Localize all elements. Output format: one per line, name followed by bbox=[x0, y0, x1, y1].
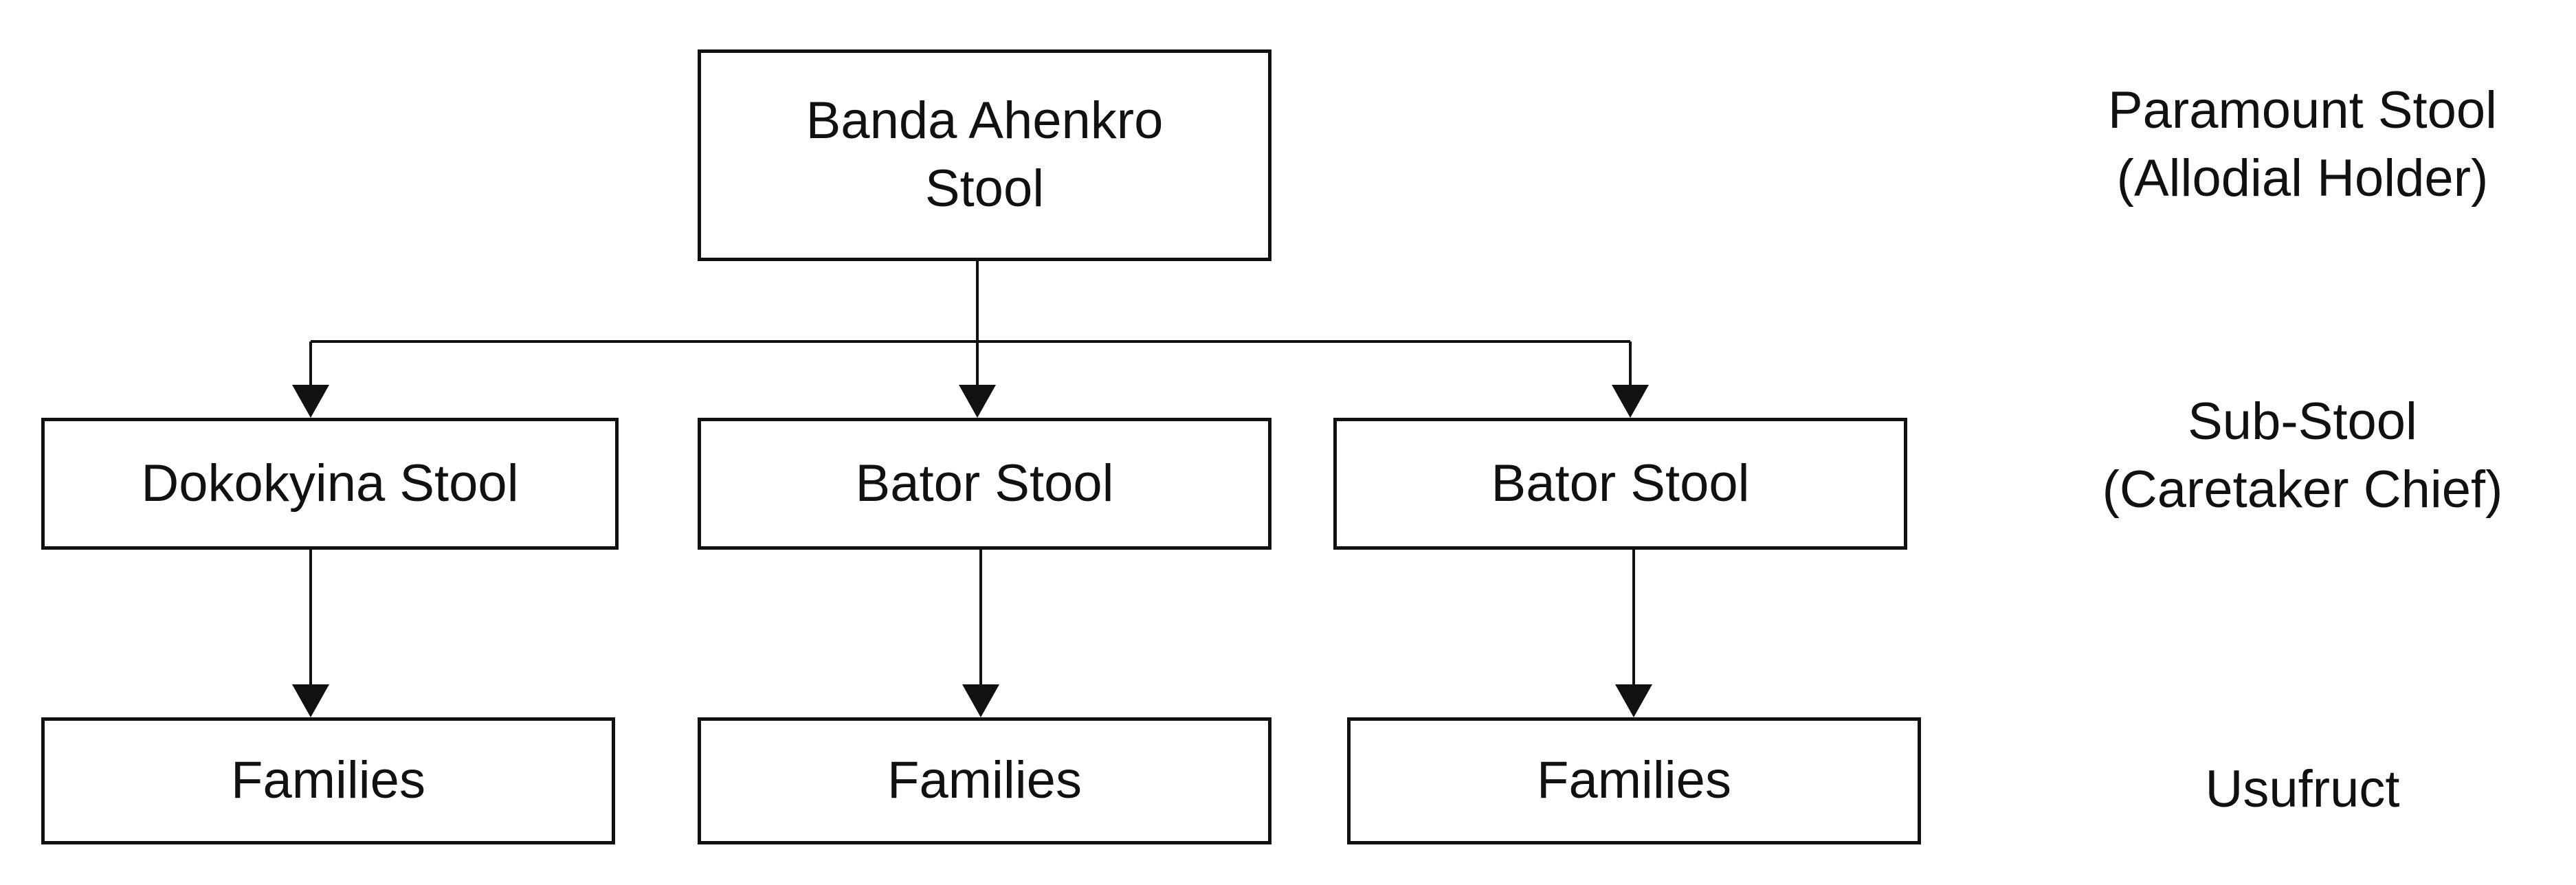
node-bator-stool-2: Bator Stool bbox=[1333, 418, 1907, 550]
level-label-paramount: Paramount Stool (Allodial Holder) bbox=[2107, 81, 2498, 208]
node-dokokyina-stool: Dokokyina Stool bbox=[41, 418, 619, 550]
level-label-sub-stool: Sub-Stool (Caretaker Chief) bbox=[2102, 392, 2503, 519]
node-bator-stool-1: Bator Stool bbox=[698, 418, 1272, 550]
node-families-2: Families bbox=[698, 717, 1272, 844]
node-label: Dokokyina Stool bbox=[141, 453, 519, 513]
node-label: Bator Stool bbox=[1491, 453, 1750, 513]
node-label: Families bbox=[887, 751, 1082, 810]
level-label-usufruct: Usufruct bbox=[2205, 760, 2400, 818]
node-banda-ahenkro-stool: Banda Ahenkro Stool bbox=[698, 49, 1272, 261]
node-label: Bator Stool bbox=[855, 453, 1114, 513]
arrowhead-root-sub-2 bbox=[959, 385, 996, 418]
node-label: Banda Ahenkro Stool bbox=[806, 91, 1164, 218]
node-label: Families bbox=[1537, 751, 1731, 810]
arrowhead-sub-1-family-1 bbox=[292, 684, 329, 717]
node-label: Families bbox=[231, 751, 425, 810]
arrowhead-root-sub-3 bbox=[1612, 385, 1649, 418]
arrowhead-sub-2-family-2 bbox=[962, 684, 999, 717]
node-families-1: Families bbox=[41, 717, 615, 844]
node-families-3: Families bbox=[1347, 717, 1921, 844]
arrowhead-root-sub-1 bbox=[292, 385, 329, 418]
arrowhead-sub-3-family-3 bbox=[1615, 684, 1652, 717]
